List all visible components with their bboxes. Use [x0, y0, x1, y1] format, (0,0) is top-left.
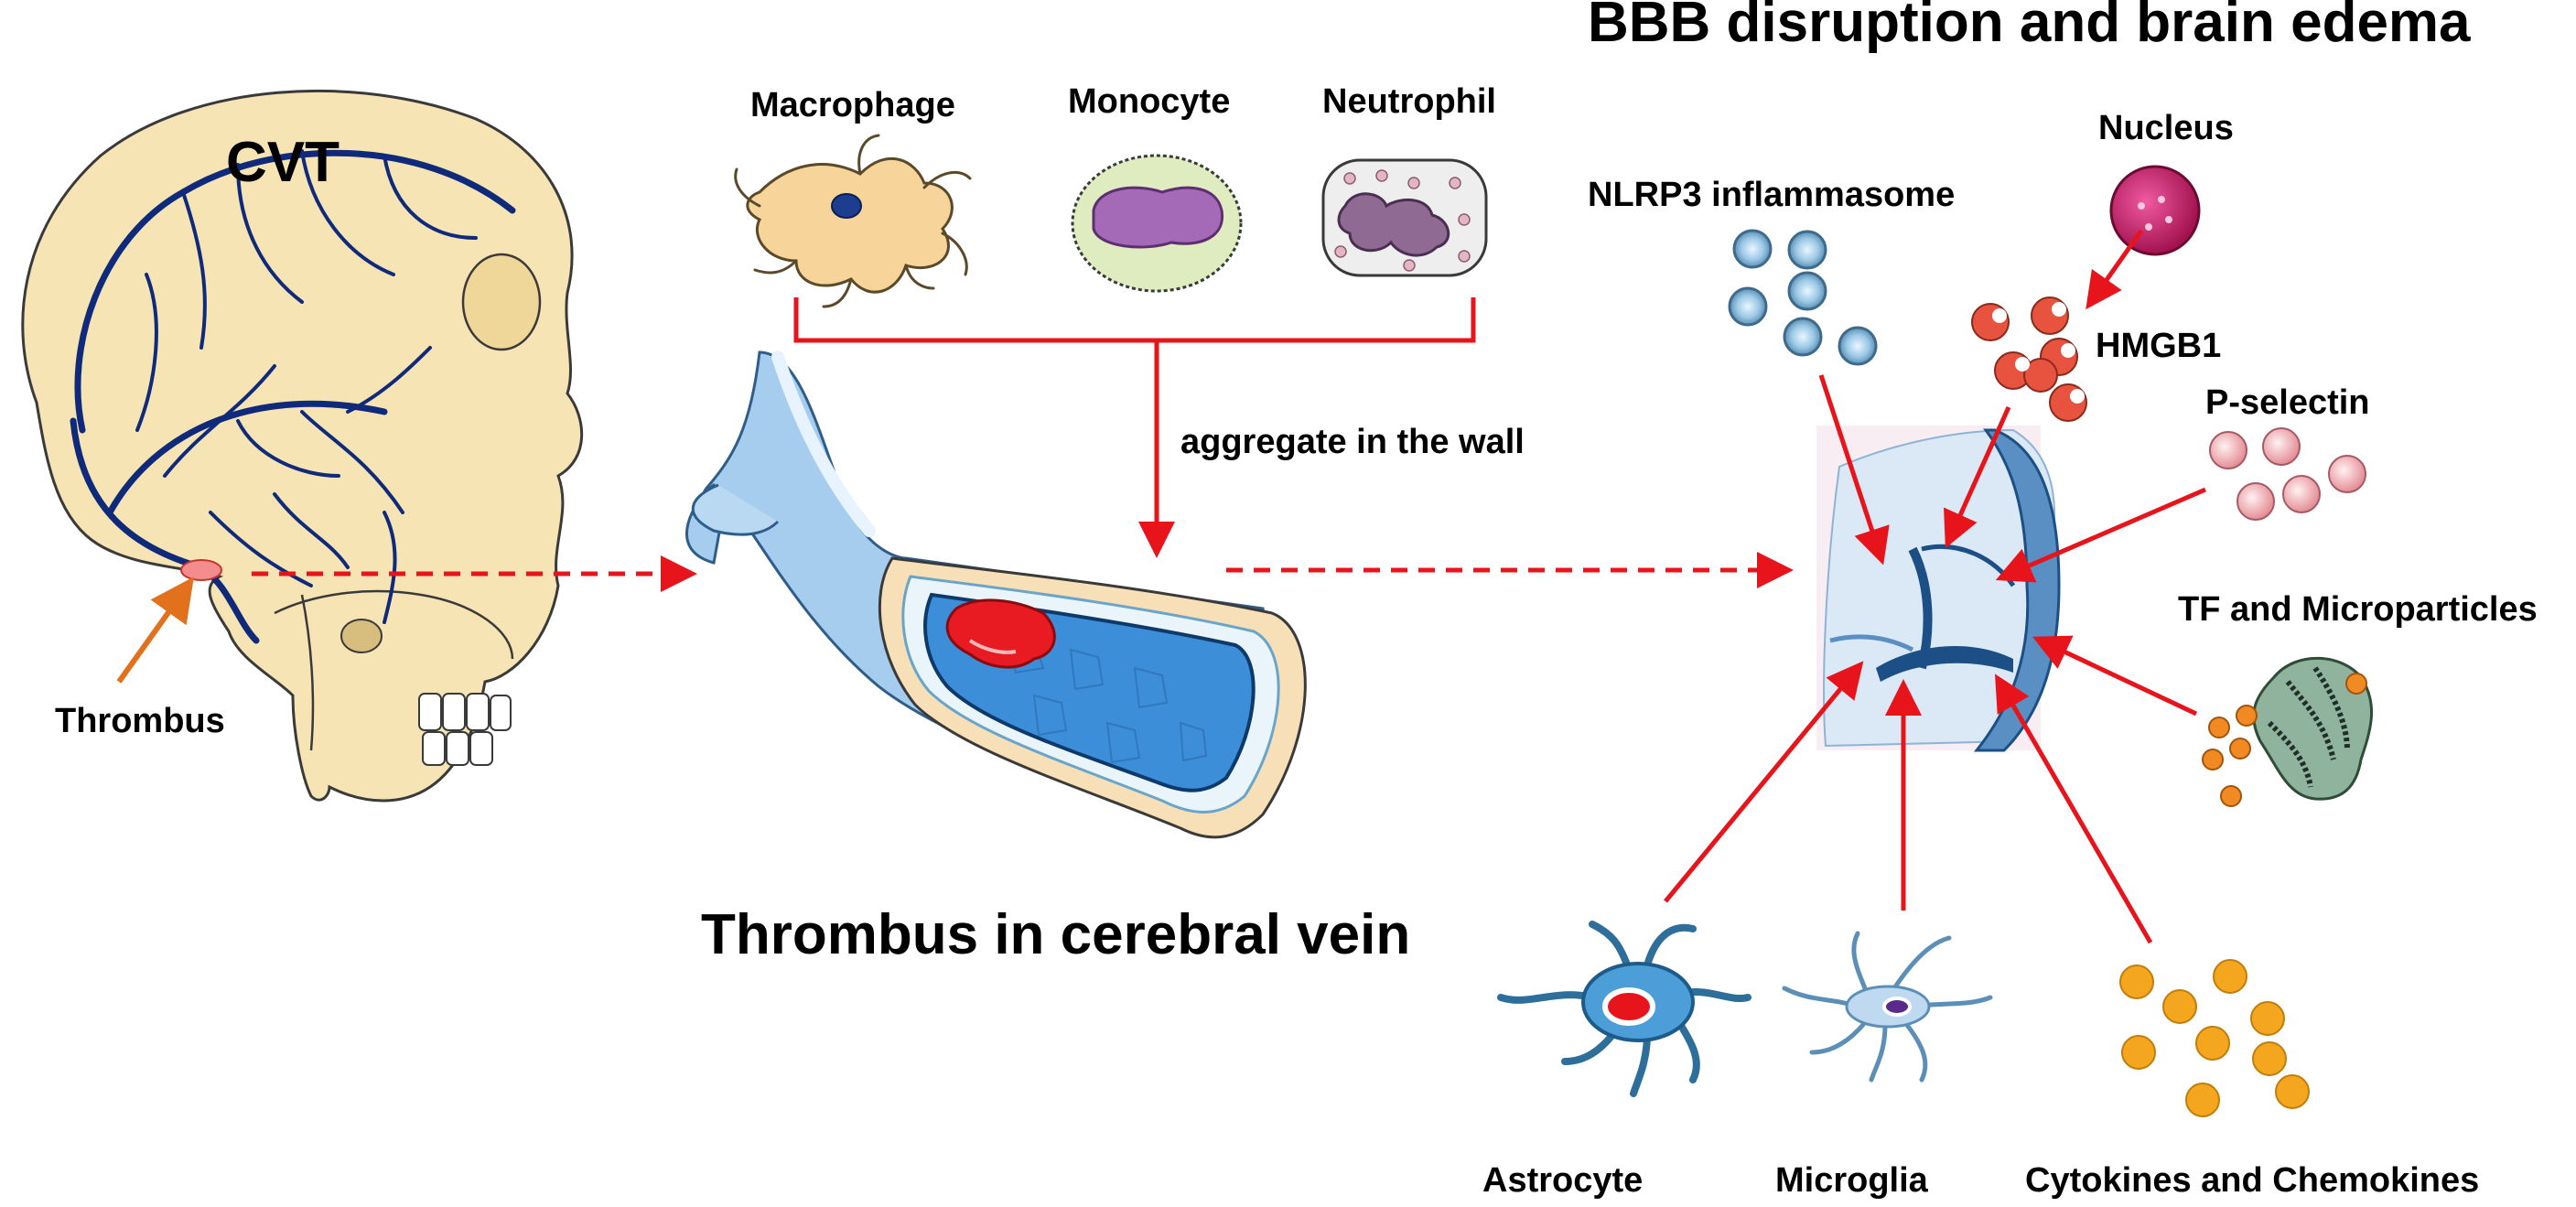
astrocyte-label: Astrocyte — [1482, 1161, 1643, 1200]
cvt-title: CVT — [226, 131, 340, 194]
aggregate-bracket — [793, 297, 1476, 343]
hmgb1-arrow — [1944, 405, 2011, 549]
thrombus-vein-title: Thrombus in cerebral vein — [701, 903, 1410, 966]
tf-label: TF and Microparticles — [2178, 590, 2538, 629]
neutrophil-icon — [1321, 158, 1488, 277]
astrocyte-icon — [1497, 921, 1751, 1097]
pselectin-label: P-selectin — [2205, 383, 2370, 422]
microglia-icon — [1782, 931, 1993, 1083]
bbb-title: BBB disruption and brain edema — [1588, 0, 2471, 54]
neutrophil-label: Neutrophil — [1322, 82, 1496, 121]
cytokines-label: Cytokines and Chemokines — [2025, 1161, 2479, 1200]
nlrp3-label: NLRP3 inflammasome — [1588, 176, 1955, 214]
nucleus-to-hmgb1-arrow — [2086, 229, 2144, 310]
astrocyte-arrow — [1664, 661, 1864, 903]
nlrp3-arrow — [1818, 374, 1890, 566]
aggregate-label: aggregate in the wall — [1180, 423, 1525, 461]
nucleus-label: Nucleus — [2098, 109, 2234, 147]
hmgb1-icon — [1971, 296, 2087, 422]
macrophage-icon — [734, 134, 972, 308]
tf-arrow — [2032, 635, 2198, 717]
nlrp3-icon — [1728, 229, 1878, 366]
microglia-label: Microglia — [1775, 1161, 1929, 1200]
thrombus-label: Thrombus — [55, 702, 225, 740]
microparticle-icon — [2202, 656, 2374, 807]
skull-icon — [21, 89, 584, 803]
monocyte-icon — [1071, 154, 1243, 293]
pselectin-icon — [2209, 427, 2366, 521]
cytokine-icon — [2119, 959, 2310, 1117]
thrombus-marker — [180, 559, 222, 581]
cytokine-arrow — [1994, 674, 2153, 944]
thrombus-arrow — [116, 577, 194, 684]
pselectin-arrow — [1995, 487, 2206, 583]
monocyte-label: Monocyte — [1068, 82, 1230, 121]
vein-icon — [685, 350, 1307, 839]
hmgb1-label: HMGB1 — [2096, 327, 2221, 365]
macrophage-label: Macrophage — [750, 86, 955, 124]
nucleus-icon — [2109, 165, 2201, 256]
